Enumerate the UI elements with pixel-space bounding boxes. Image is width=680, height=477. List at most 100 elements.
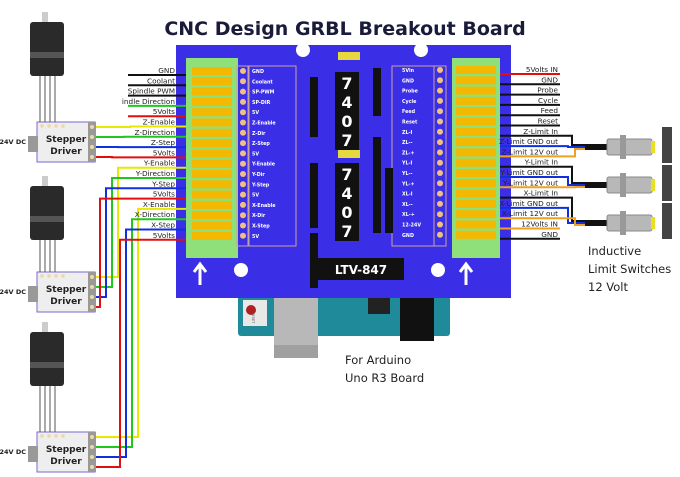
board-silk-label: ZL-- bbox=[402, 140, 413, 146]
right-terminal-label: Z-Limit In bbox=[523, 127, 558, 136]
chip-label-digit: 7 bbox=[341, 74, 352, 93]
board-silk-label: ZL-+ bbox=[402, 150, 415, 156]
header-pin bbox=[437, 128, 443, 135]
wire bbox=[96, 197, 186, 308]
wire bbox=[96, 238, 186, 468]
wire bbox=[96, 228, 186, 458]
optocoupler-label: LTV-847 bbox=[335, 263, 387, 277]
header-pin bbox=[437, 139, 443, 146]
terminal-pad bbox=[456, 148, 496, 157]
board-silk-label: XL-- bbox=[402, 202, 413, 208]
driver-label: Stepper bbox=[46, 285, 87, 295]
wire bbox=[560, 148, 585, 158]
header-pin bbox=[240, 109, 246, 116]
driver-power-label: 12-24V DC bbox=[0, 448, 26, 456]
right-terminal-label: Y-Limit In bbox=[524, 158, 558, 167]
terminal-pad bbox=[192, 211, 232, 220]
chip-label-digit: 4 bbox=[341, 184, 352, 203]
header-pin bbox=[240, 181, 246, 188]
voltage-regulator bbox=[368, 296, 390, 314]
chip-label-digit: 7 bbox=[341, 131, 352, 150]
terminal-pad bbox=[192, 180, 232, 189]
header-pin bbox=[437, 190, 443, 197]
board-silk-label: SP-DIR bbox=[252, 100, 271, 106]
board-silk-label: Reset bbox=[402, 120, 418, 126]
board-silk-label: YL-- bbox=[401, 171, 413, 177]
right-terminal-label: X-Limit 12V out bbox=[502, 209, 558, 218]
right-terminal-label: Y-Limit GND out bbox=[499, 168, 558, 177]
terminal-pad bbox=[192, 190, 232, 199]
wire bbox=[560, 217, 585, 226]
stepper-motor bbox=[30, 12, 64, 122]
board-silk-label: Y-Enable bbox=[251, 162, 276, 168]
terminal-pad bbox=[192, 97, 232, 106]
right-terminal-label: Reset bbox=[538, 117, 559, 126]
stepper-driver: StepperDriver12-24V DC bbox=[0, 271, 96, 313]
driver-label: Driver bbox=[50, 297, 82, 307]
header-pin bbox=[437, 170, 443, 176]
chip-7407-upper bbox=[335, 72, 359, 150]
arrow-up-icon bbox=[458, 261, 474, 285]
chip-label-digit: 7 bbox=[341, 165, 352, 184]
terminal-pad bbox=[192, 87, 232, 96]
terminal-pad bbox=[192, 170, 232, 178]
terminal-pad bbox=[192, 200, 232, 209]
terminal-pad bbox=[192, 159, 232, 168]
terminal-pad bbox=[192, 231, 232, 240]
inductive-limit-switch bbox=[585, 173, 655, 197]
board-silk-label: GND bbox=[402, 233, 414, 239]
terminal-pad bbox=[456, 199, 496, 208]
chip-label-digit: 0 bbox=[341, 112, 352, 131]
optocoupler-chip bbox=[318, 258, 404, 280]
header-pin bbox=[437, 108, 443, 115]
left-terminal-label: Y-Enable bbox=[143, 159, 176, 168]
left-terminal-label: Spindle PWM bbox=[128, 87, 175, 96]
target-plate bbox=[662, 203, 672, 239]
terminal-pad bbox=[456, 96, 496, 105]
terminal-pad bbox=[192, 221, 232, 230]
board-silk-label: 5V bbox=[252, 151, 259, 157]
header-pin bbox=[437, 211, 443, 218]
terminal-pad bbox=[192, 118, 232, 127]
switch-caption-1: Inductive bbox=[588, 244, 641, 258]
left-terminal-label: Y-Step bbox=[151, 179, 175, 188]
stepper-motor bbox=[30, 322, 64, 432]
arduino-board: RESET bbox=[238, 290, 450, 358]
left-terminal-label: X-Enable bbox=[143, 200, 176, 209]
switch-caption-3: 12 Volt bbox=[588, 280, 628, 294]
terminal-pad bbox=[456, 66, 496, 74]
left-terminal-label: X-Step bbox=[151, 221, 175, 230]
arduino-caption-2: Uno R3 Board bbox=[345, 371, 424, 385]
driver-label: Driver bbox=[50, 147, 82, 157]
header-pin bbox=[437, 180, 443, 187]
left-terminal-label: 5Volts bbox=[153, 190, 175, 199]
board-silk-label: Probe bbox=[402, 89, 419, 95]
terminal-pad bbox=[456, 230, 496, 239]
stepper-driver: StepperDriver12-24V DC bbox=[0, 431, 96, 473]
header-pin bbox=[437, 231, 443, 238]
stepper-driver: StepperDriver12-24V DC bbox=[0, 121, 96, 163]
chip-label-digit: 4 bbox=[341, 93, 352, 112]
right-terminal-label: Z-Limit GND out bbox=[499, 137, 558, 146]
wire bbox=[560, 165, 585, 184]
left-terminal-label: 5Volts bbox=[153, 148, 175, 157]
wire bbox=[560, 176, 585, 186]
reset-label: RESET bbox=[251, 312, 255, 324]
right-terminal-label: 5Volts IN bbox=[526, 65, 558, 74]
driver-label: Stepper bbox=[46, 135, 87, 145]
header-pin bbox=[240, 140, 246, 147]
terminal-pad bbox=[192, 108, 232, 117]
terminal-pad bbox=[456, 138, 496, 147]
board-silk-label: 5Vin bbox=[402, 68, 415, 74]
header-pin bbox=[240, 222, 246, 229]
left-terminal-label: Z-Enable bbox=[143, 118, 176, 127]
terminal-pad bbox=[456, 220, 496, 229]
board-silk-label: ZL-I bbox=[402, 130, 413, 136]
header-pin bbox=[240, 232, 246, 239]
arduino-caption-1: For Arduino bbox=[345, 353, 411, 367]
board-silk-label: X-Step bbox=[252, 224, 270, 230]
right-terminal-label: X-Limit GND out bbox=[499, 199, 558, 208]
left-terminal-label: indle Direction bbox=[122, 97, 175, 106]
inductive-limit-switch bbox=[585, 135, 655, 159]
wire bbox=[96, 177, 186, 288]
